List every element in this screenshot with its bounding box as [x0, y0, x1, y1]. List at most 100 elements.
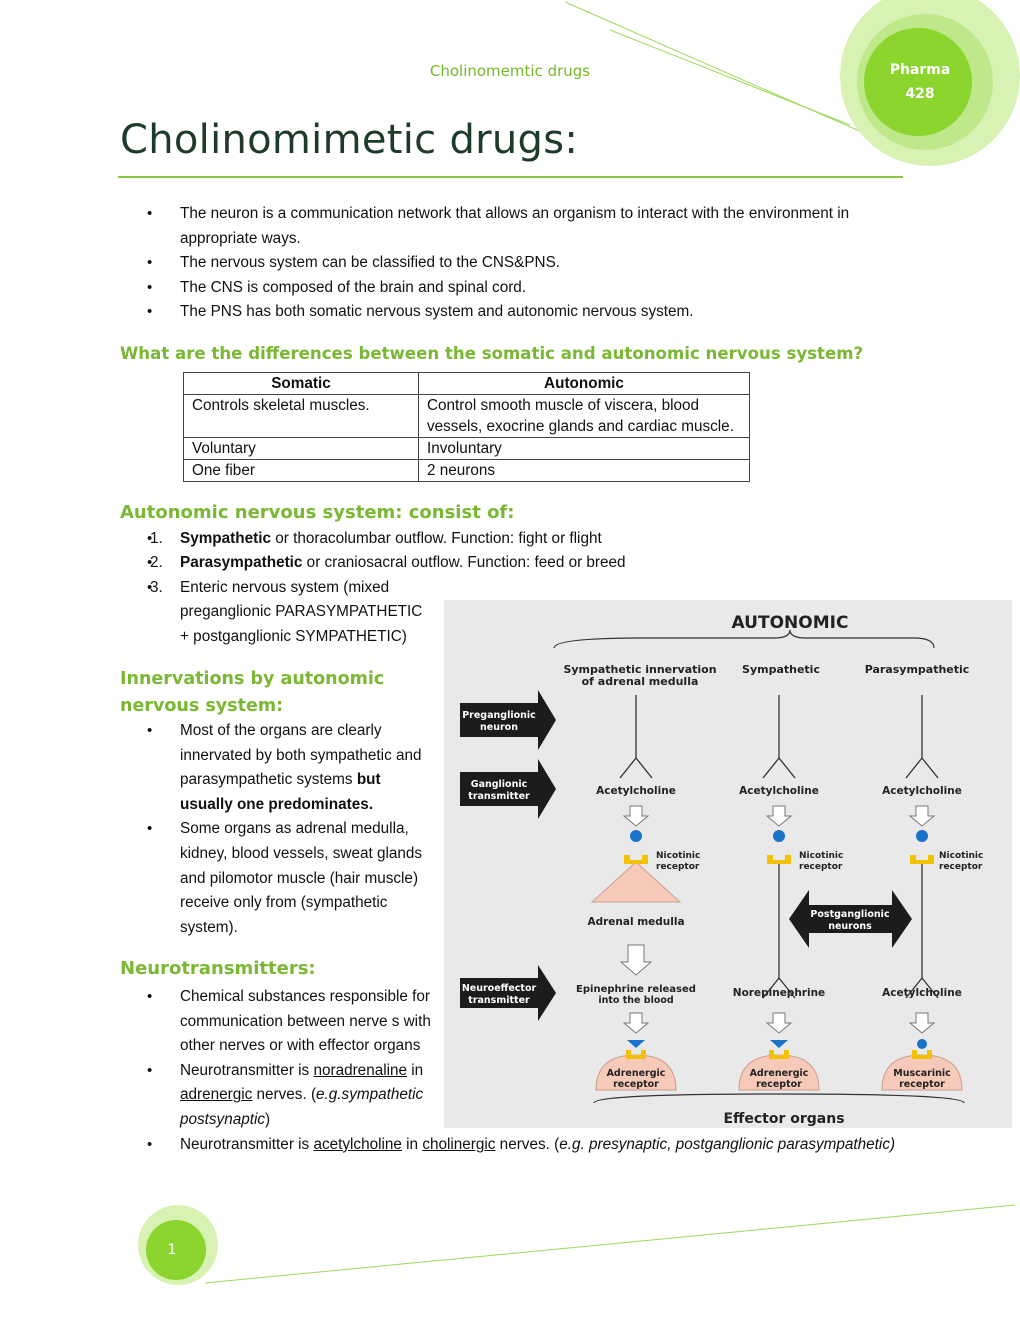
differences-heading: What are the differences between the som… [120, 344, 864, 363]
intro-bullet-text-cont: appropriate ways. [180, 229, 301, 247]
effector-receptors [595, 1050, 963, 1091]
ach-dot [630, 830, 642, 842]
bullet-text: nerves. ( [495, 1135, 560, 1153]
ach-label: Acetylcholine [739, 785, 819, 797]
muscarinic-label: receptor [899, 1079, 945, 1090]
norepinephrine-label: Norepinephrine [733, 987, 825, 999]
svg-text:transmitter: transmitter [468, 791, 530, 802]
neurotransmitters-heading: Neurotransmitters: [120, 958, 316, 979]
bullet-underlined: cholinergic [422, 1135, 496, 1153]
col-label-adrenal: of adrenal medulla [582, 675, 699, 688]
svg-text:Ganglionic: Ganglionic [471, 779, 527, 790]
ans-item: 3.Enteric nervous system (mixedpregangli… [120, 576, 680, 649]
bullet-text: in [407, 1061, 424, 1079]
svg-text:neuron: neuron [480, 722, 518, 733]
ans-item-bold: Sympathetic [180, 530, 271, 547]
table-row: Controls skeletal muscles. Control smoot… [183, 394, 750, 438]
svg-text:transmitter: transmitter [468, 995, 530, 1006]
nicotinic-label: Nicotinic [656, 851, 700, 861]
ans-list: 1.Sympathetic or thoracolumbar outflow. … [120, 527, 680, 649]
svg-text:Preganglionic: Preganglionic [462, 710, 536, 721]
innervation-bullet: Most of the organs are clearly innervate… [120, 719, 440, 817]
table-cell: Controls skeletal muscles. [183, 394, 419, 438]
postganglionic-arrow: Postganglionic neurons [789, 890, 912, 948]
nicotinic-label: receptor [939, 862, 983, 872]
adrenergic-label: Adrenergic [750, 1068, 809, 1079]
badge-line-2: 428 [905, 86, 935, 102]
ans-item: 1.Sympathetic or thoracolumbar outflow. … [120, 527, 680, 552]
neuron-lines [619, 695, 939, 999]
ans-item-text: + postganglionic SYMPATHETIC) [180, 627, 407, 645]
intro-section: The neuron is a communication network th… [120, 202, 920, 325]
bullet-underlined: noradrenaline [313, 1061, 408, 1079]
hollow-arrows [619, 805, 936, 1034]
bullet-bold: but [356, 771, 381, 789]
bullet-italic: e.g.sympathetic [316, 1086, 424, 1104]
table-row: One fiber 2 neurons [183, 459, 750, 482]
bullet-line: innervated by both sympathetic and [180, 746, 422, 764]
ans-heading: Autonomic nervous system: consist of: [120, 502, 515, 523]
table-cell: Involuntary [418, 437, 750, 460]
table-cell: One fiber [183, 459, 419, 482]
nt-bullet: Neurotransmitter is acetylcholine in cho… [120, 1133, 980, 1158]
ach-dot [916, 830, 928, 842]
bullet-line: Some organs as adrenal medulla, [180, 820, 409, 838]
intro-bullet-text: The neuron is a communication network th… [180, 205, 850, 222]
adrenergic-label: Adrenergic [607, 1068, 666, 1079]
svg-text:Postganglionic: Postganglionic [810, 909, 889, 920]
autonomic-figure: AUTONOMIC Sympathetic innervation of adr… [444, 600, 1012, 1128]
ans-item-text: or craniosacral outflow. Function: feed … [302, 554, 626, 572]
nicotinic-label: receptor [799, 862, 843, 872]
table-row: Voluntary Involuntary [183, 437, 750, 460]
neurotransmitters-list: Chemical substances responsible for comm… [120, 985, 980, 1157]
ach-dot [917, 1039, 927, 1049]
bullet-text: Neurotransmitter is [180, 1061, 314, 1079]
ach-label: Acetylcholine [882, 785, 962, 797]
effector-organs-label: Effector organs [723, 1111, 844, 1127]
col-label-parasympathetic: Parasympathetic [865, 663, 970, 676]
intro-bullet: The PNS has both somatic nervous system … [120, 300, 920, 325]
table-header: Autonomic [418, 372, 750, 395]
adrenal-medulla-label: Adrenal medulla [587, 916, 684, 928]
page-number: 1 [167, 1242, 177, 1258]
bullet-text: Neurotransmitter is [180, 1135, 314, 1153]
nicotinic-label: receptor [656, 862, 700, 872]
table-cell-line: Control smooth muscle of viscera, blood [427, 397, 700, 414]
page-title: Cholinomimetic drugs: [120, 117, 579, 163]
intro-bullet: The neuron is a communication network th… [120, 202, 920, 251]
badge-line-1: Pharma [889, 62, 951, 78]
adrenergic-label: receptor [756, 1079, 802, 1090]
bullet-line: parasympathetic systems [180, 771, 357, 789]
arrow-ganglionic: Ganglionic transmitter [460, 759, 556, 819]
adrenal-medulla-shape [590, 861, 682, 903]
list-number: 3. [150, 578, 163, 596]
bullet-text: in [401, 1135, 423, 1153]
nicotinic-receptor [624, 855, 648, 864]
arrow-preganglionic: Preganglionic neuron [460, 690, 556, 750]
table-cell: 2 neurons [418, 459, 750, 482]
epinephrine-marker [627, 1040, 645, 1048]
nicotinic-receptor [910, 855, 934, 864]
innervations-heading-line: nervous system: [120, 696, 284, 716]
comparison-table: Somatic Autonomic Controls skeletal musc… [183, 372, 750, 482]
figure-title: AUTONOMIC [732, 613, 849, 633]
table-cell: Voluntary [183, 437, 419, 460]
nicotinic-receptor [767, 855, 791, 864]
muscarinic-label: Muscarinic [893, 1068, 951, 1079]
bullet-underlined: acetylcholine [313, 1135, 402, 1153]
ach-label: Acetylcholine [596, 785, 676, 797]
innervation-bullet: Some organs as adrenal medulla, kidney, … [120, 817, 440, 940]
bullet-line: Chemical substances responsible for [180, 988, 430, 1005]
table-header: Somatic [183, 372, 419, 395]
arrow-neuroeffector: Neuroeffector transmitter [460, 965, 556, 1021]
bullet-text: ) [265, 1110, 271, 1128]
bullet-line: kidney, blood vessels, sweat glands [180, 844, 423, 862]
ach-label: Acetylcholine [882, 987, 962, 999]
svg-text:Neuroeffector: Neuroeffector [462, 983, 537, 994]
title-rule [118, 176, 903, 178]
innervations-heading-line: Innervations by autonomic [120, 669, 385, 689]
nt-bullet: Neurotransmitter is noradrenaline in adr… [120, 1059, 980, 1133]
bullet-italic: e.g. presynaptic, postganglionic parasym… [559, 1135, 896, 1153]
